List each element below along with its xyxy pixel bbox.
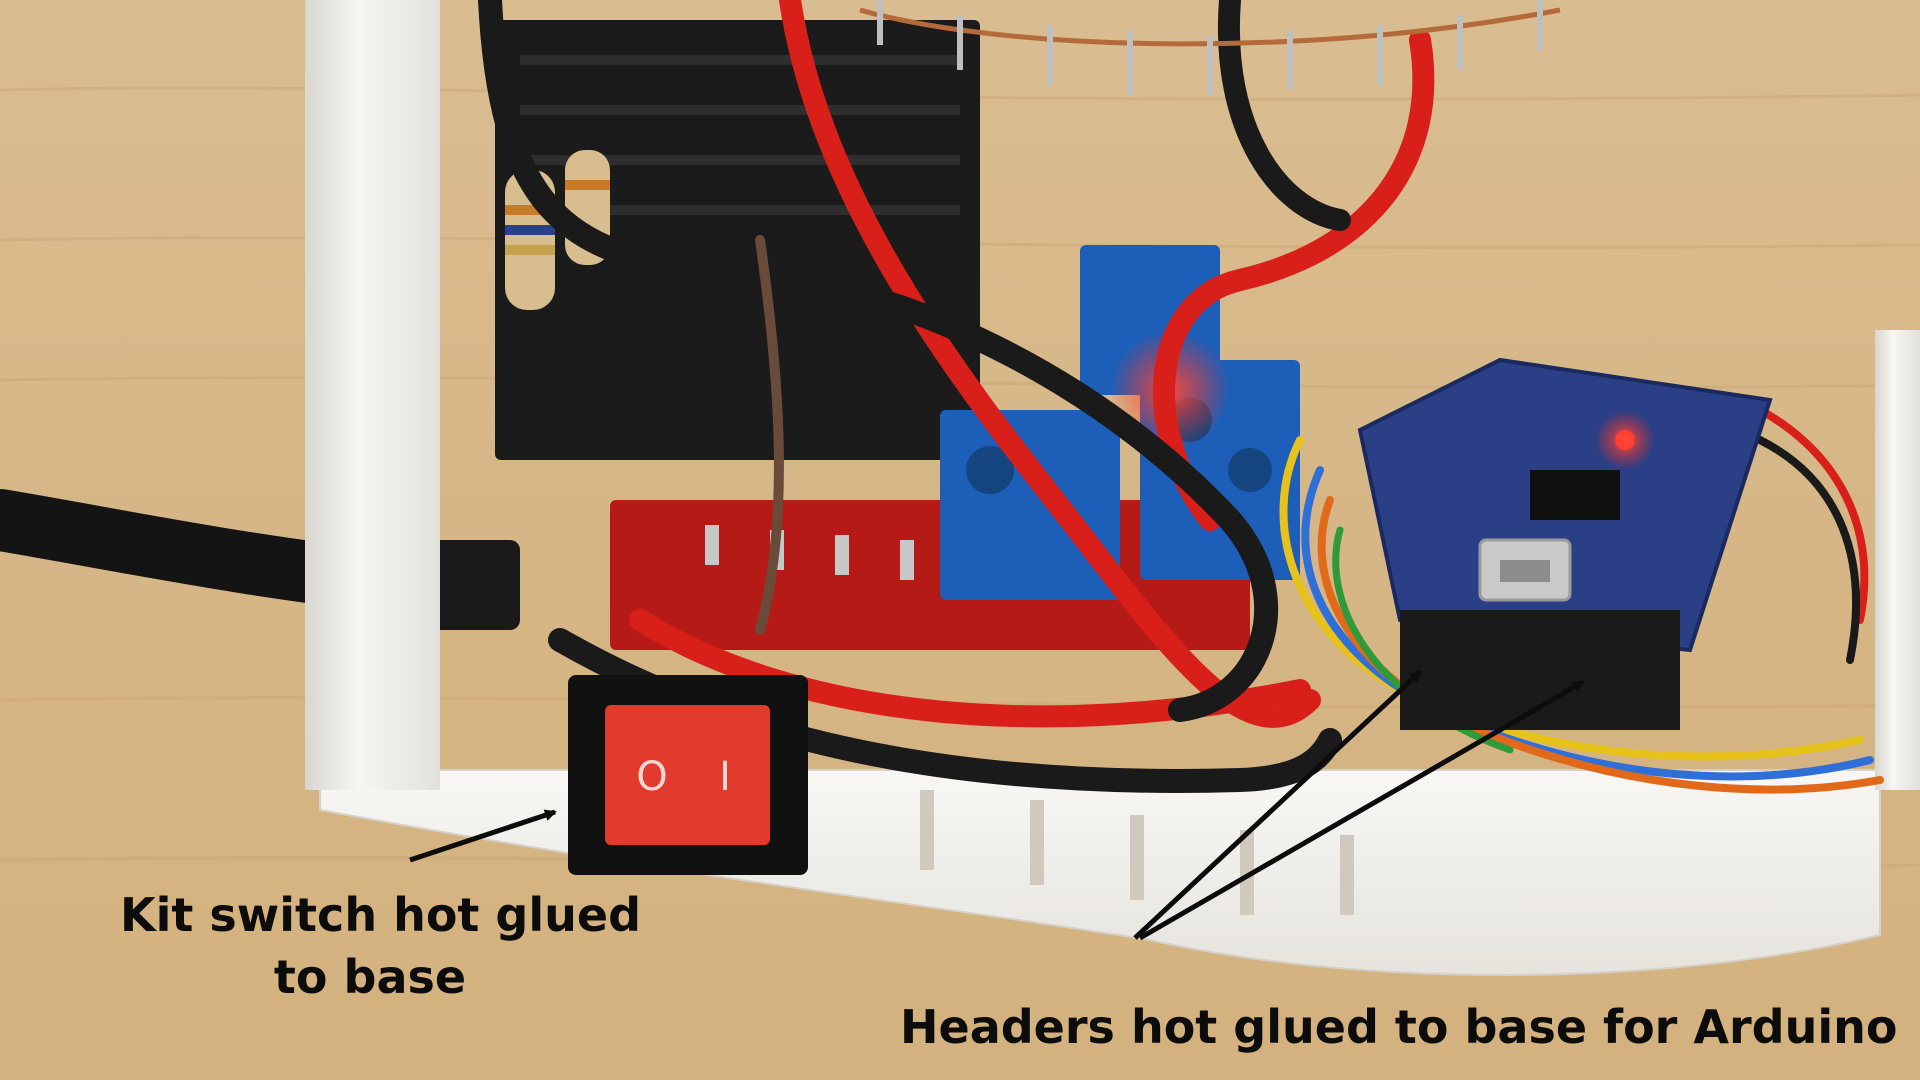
switch-caption-line-1: Kit switch hot glued — [120, 888, 642, 942]
ring-led-leads — [877, 0, 1543, 95]
arrow-to-switch — [409, 809, 557, 863]
arduino-headers — [1400, 610, 1680, 730]
rocker-switch: O I — [568, 675, 808, 875]
switch-on-symbol: O — [636, 754, 667, 800]
motor-driver-heatsink — [495, 20, 980, 460]
right-support-pillar — [1875, 330, 1920, 790]
annotation-arrows — [409, 670, 1585, 941]
headers-caption: Headers hot glued to base for Arduino — [900, 1000, 1898, 1054]
switch-caption-line-2: to base — [273, 950, 467, 1004]
copper-led-ring — [859, 7, 1561, 47]
switch-caption: Kit switch hot glued to base — [120, 884, 642, 1008]
base-vent-slots — [920, 790, 1354, 915]
left-support-pillar — [305, 0, 440, 790]
arrow-to-header-right — [1138, 679, 1585, 941]
switch-off-symbol: I — [719, 754, 731, 800]
screw-terminals — [940, 245, 1300, 600]
arrow-to-header-left — [1133, 670, 1422, 940]
arduino-nano-board — [1357, 357, 1773, 653]
